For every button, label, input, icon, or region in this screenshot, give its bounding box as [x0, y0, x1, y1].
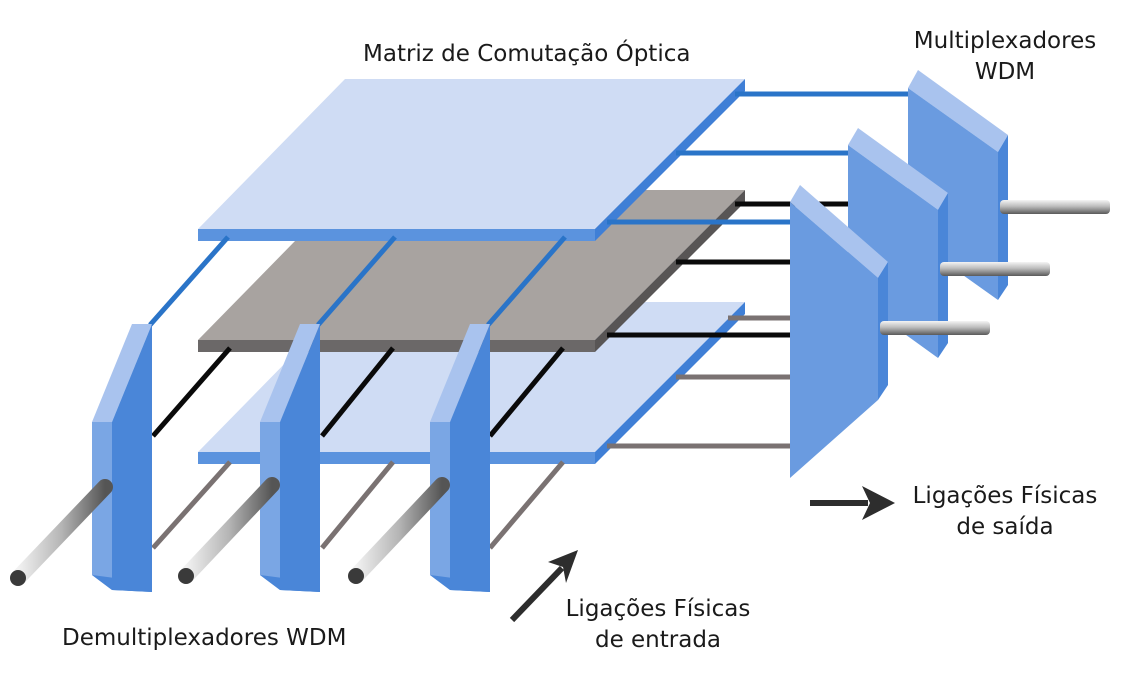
- demux-block-1: [92, 324, 152, 592]
- demux-block-3: [430, 324, 490, 592]
- output-arrow-icon: [810, 486, 895, 520]
- mux-output-fiber-2: [940, 262, 1050, 276]
- mux-label-line1: Multiplexadores: [913, 28, 1097, 54]
- matrix-label: Matriz de Comutação Óptica: [363, 41, 691, 67]
- input-arrow-icon: [509, 550, 578, 623]
- demux-input-fiber-2: [178, 477, 280, 584]
- bottom-plane-links: [151, 315, 795, 550]
- mux-output-fiber-1: [1000, 200, 1110, 214]
- output-links-label-line1: Ligações Físicas: [912, 483, 1098, 509]
- demux-input-fiber-3: [348, 477, 450, 584]
- input-links-label-line1: Ligações Físicas: [565, 596, 751, 622]
- demux-input-fiber-1: [10, 479, 113, 586]
- demux-label: Demultiplexadores WDM: [62, 625, 347, 651]
- output-links-label-line2: de saída: [956, 514, 1054, 540]
- mux-output-fiber-3: [880, 321, 990, 335]
- input-links-label-line2: de entrada: [594, 627, 722, 653]
- top-plane: [198, 79, 745, 241]
- top-plane-links: [148, 91, 910, 327]
- mux-label-line2: WDM: [974, 59, 1036, 85]
- demux-block-2: [260, 324, 320, 592]
- middle-plane-links: [151, 201, 850, 438]
- mux-block-front: [790, 185, 888, 478]
